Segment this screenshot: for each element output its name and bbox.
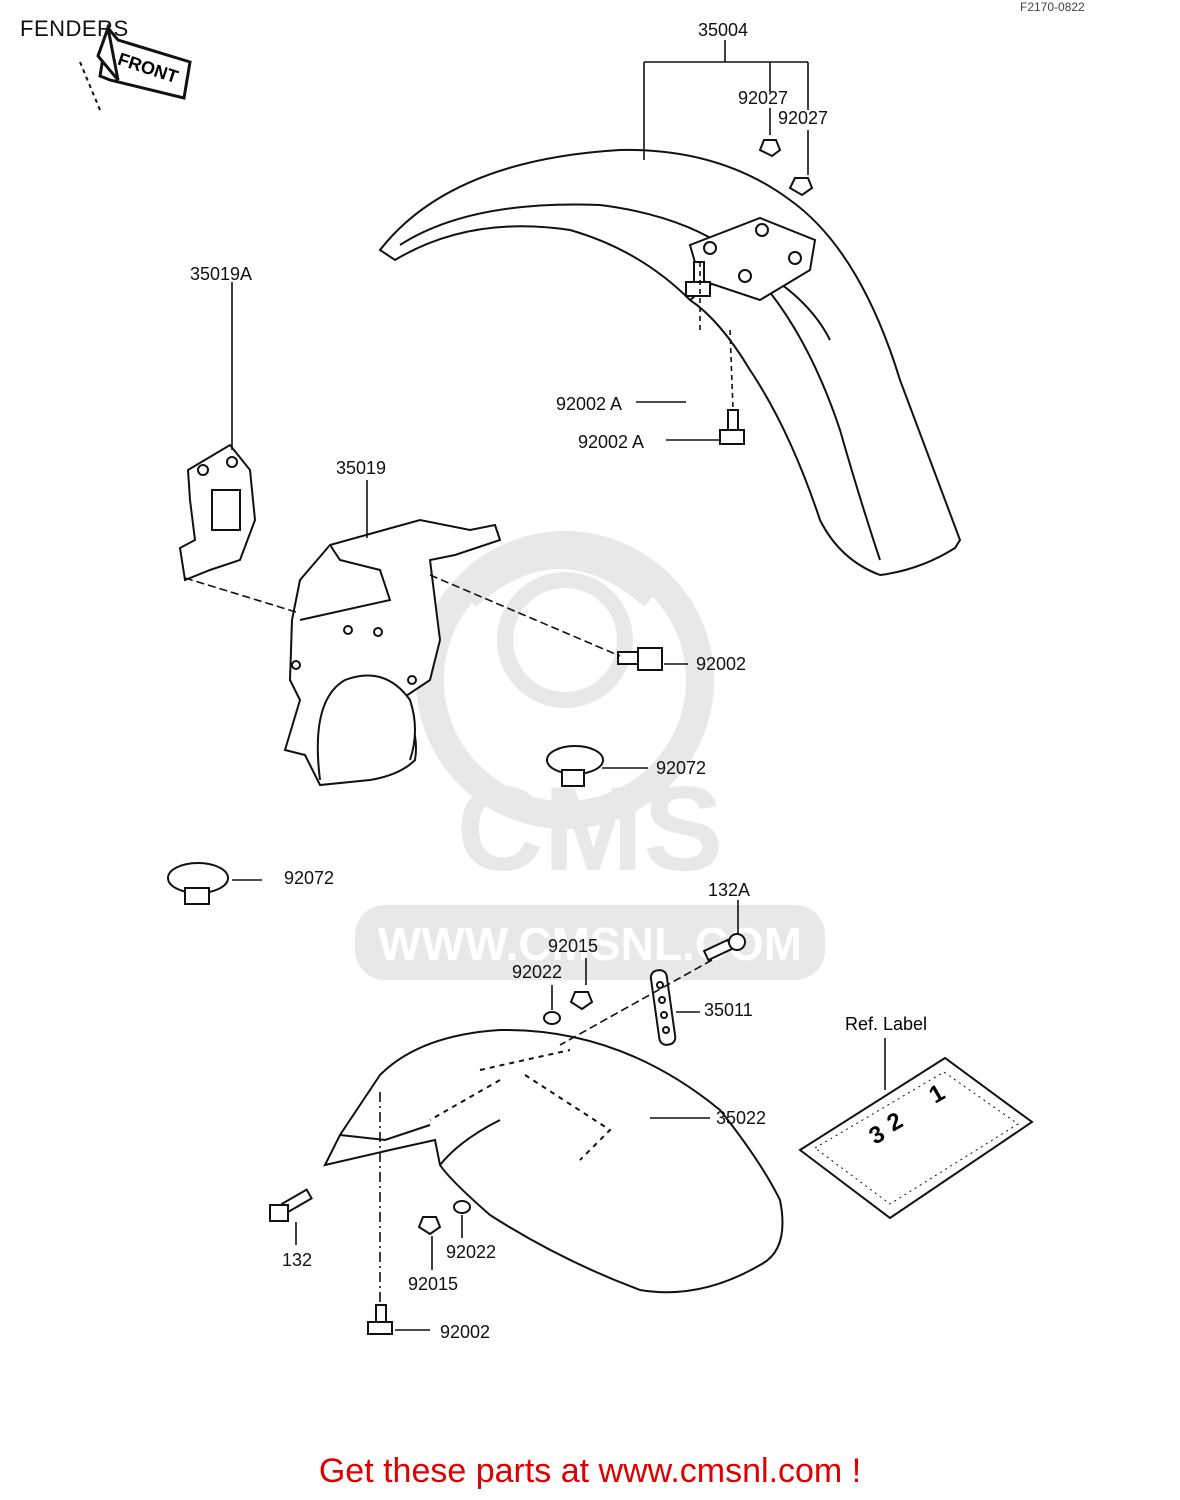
front-arrow: FRONT xyxy=(79,22,192,111)
part-label-35004: 35004 xyxy=(698,20,748,40)
nut-92027-b xyxy=(788,177,814,197)
diagram-code: F2170-0822 xyxy=(1020,0,1085,14)
part-label-92072-lower: 92072 xyxy=(284,868,334,888)
part-label-92022-lower: 92022 xyxy=(446,1242,496,1262)
nut-92027-a xyxy=(758,139,782,158)
ref-label-sheet: 3 2 1 Ref. Label xyxy=(798,1014,1034,1220)
nut-92015-lower xyxy=(417,1216,442,1236)
footer-promo[interactable]: Get these parts at www.cmsnl.com ! xyxy=(318,1452,862,1490)
part-label-92022-upper: 92022 xyxy=(512,962,562,982)
washer-92022-lower xyxy=(453,1200,471,1214)
washer-92022-upper xyxy=(543,1011,561,1025)
part-label-92015-lower: 92015 xyxy=(408,1274,458,1294)
part-label-92002-lower: 92002 xyxy=(440,1322,490,1342)
bolt-92002a-lower xyxy=(719,409,745,445)
parts-diagram: CMS WWW.CMSNL.COM FRONT xyxy=(79,20,1034,1342)
bracket-35011 xyxy=(649,969,677,1046)
part-label-92015-upper: 92015 xyxy=(548,936,598,956)
bolt-132a xyxy=(702,933,746,962)
part-labels: 35004 92027 92027 92002 A 92002 A 35019A… xyxy=(190,20,828,1342)
watermark: CMS WWW.CMSNL.COM xyxy=(355,531,825,980)
nut-92015-upper xyxy=(569,991,594,1011)
watermark-brand: CMS xyxy=(457,762,724,896)
part-label-35011: 35011 xyxy=(704,1000,753,1020)
hardware xyxy=(269,139,814,1335)
leader-lines xyxy=(184,40,886,1331)
bolt-132 xyxy=(269,1188,313,1222)
ref-label-title: Ref. Label xyxy=(845,1014,927,1034)
part-label-92002a-lower: 92002 A xyxy=(578,432,644,452)
bolt-92002-upper xyxy=(617,647,663,671)
bracket-35019a xyxy=(178,443,257,582)
part-label-35019: 35019 xyxy=(336,458,386,478)
part-label-92002a-upper: 92002 A xyxy=(556,394,622,414)
bolt-92002-lower xyxy=(367,1304,393,1335)
part-label-92027-a: 92027 xyxy=(738,88,788,108)
part-label-92027-b: 92027 xyxy=(778,108,828,128)
watermark-mascot-helmet xyxy=(464,551,656,607)
bolt-92002a-upper xyxy=(685,261,711,297)
clamp-92072-upper xyxy=(546,745,604,787)
part-label-35019a: 35019A xyxy=(190,264,252,284)
part-label-92002-upper: 92002 xyxy=(696,654,746,674)
rear-fender xyxy=(378,148,962,577)
inner-fender-35019 xyxy=(283,518,502,787)
part-label-132a: 132A xyxy=(708,880,750,900)
part-label-92072-upper: 92072 xyxy=(656,758,706,778)
part-label-35022: 35022 xyxy=(716,1108,766,1128)
watermark-url-bar xyxy=(355,905,825,980)
watermark-mascot-face xyxy=(497,572,633,708)
clamp-92072-lower xyxy=(167,862,229,905)
part-label-132: 132 xyxy=(282,1250,312,1270)
front-fender-35022 xyxy=(323,1028,784,1294)
